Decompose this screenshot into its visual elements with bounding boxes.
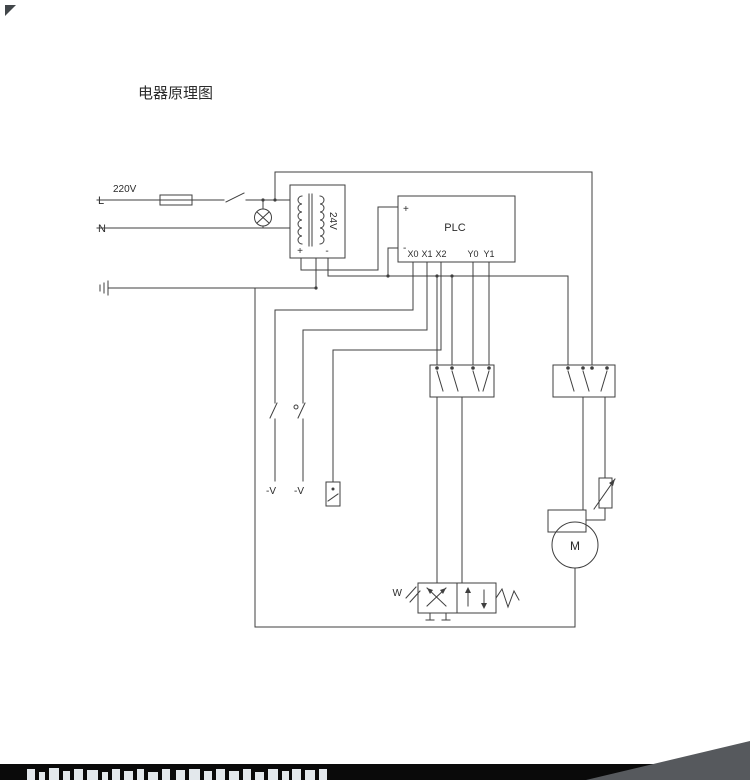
ground-wiring (99, 280, 576, 628)
input-circuit-1: -V (266, 309, 414, 497)
earth-icon (99, 280, 109, 296)
plc-input-x0-label: X0 (407, 249, 418, 259)
sensor1-label: -V (266, 486, 276, 497)
plc-input-x1-label: X1 (421, 249, 432, 259)
plc-minus-label: - (403, 243, 406, 254)
corner-wedge (586, 741, 750, 780)
relay-block-2 (552, 364, 616, 511)
secondary-coil-icon (319, 195, 325, 245)
top-bus-wiring (273, 171, 593, 366)
plc-box: PLC + - X0 X1 X2 Y0 Y1 (397, 195, 516, 366)
solenoid-valve: W (393, 582, 520, 621)
core-lines (308, 193, 313, 247)
fuse-icon (159, 194, 193, 206)
plc-input-x2-label: X2 (435, 249, 446, 259)
input-circuit-2: -V (293, 329, 428, 497)
page-title: 电器原理图 (138, 85, 213, 102)
plc-output-y0-label: Y0 (467, 249, 478, 259)
plc-output-y1-label: Y1 (483, 249, 494, 259)
transformer-voltage-label: 24V (327, 212, 338, 230)
sensor2-label: -V (294, 486, 304, 497)
primary-coil-icon (297, 195, 303, 245)
sensor-box-icon (325, 481, 341, 507)
cropped-watermark-marks (27, 768, 327, 780)
transformer: 24V + - (289, 184, 346, 289)
motor-label: M (570, 539, 580, 553)
line-l-label: L (98, 195, 104, 207)
spring-icon (495, 587, 520, 609)
relay-block-1 (429, 364, 495, 584)
transformer-minus-label: - (325, 246, 328, 257)
potentiometer-icon (585, 477, 616, 521)
plc-label: PLC (444, 222, 465, 234)
plc-plus-label: + (403, 204, 409, 215)
corner-mark (5, 5, 16, 16)
transformer-plus-label: + (297, 246, 303, 257)
switch-icon (225, 192, 245, 203)
power-input: L N 220V (96, 184, 291, 235)
indicator-lamp-icon (254, 198, 272, 229)
motor-junction-box (547, 509, 587, 533)
motor: M (547, 509, 599, 628)
supply-wiring (300, 206, 569, 366)
input-circuit-3 (325, 349, 442, 507)
voltage-label: 220V (113, 184, 137, 195)
line-n-label: N (98, 223, 106, 235)
valve-coil-label: W (393, 588, 403, 599)
solenoid-hatch (405, 586, 421, 603)
footer-band (0, 741, 750, 780)
